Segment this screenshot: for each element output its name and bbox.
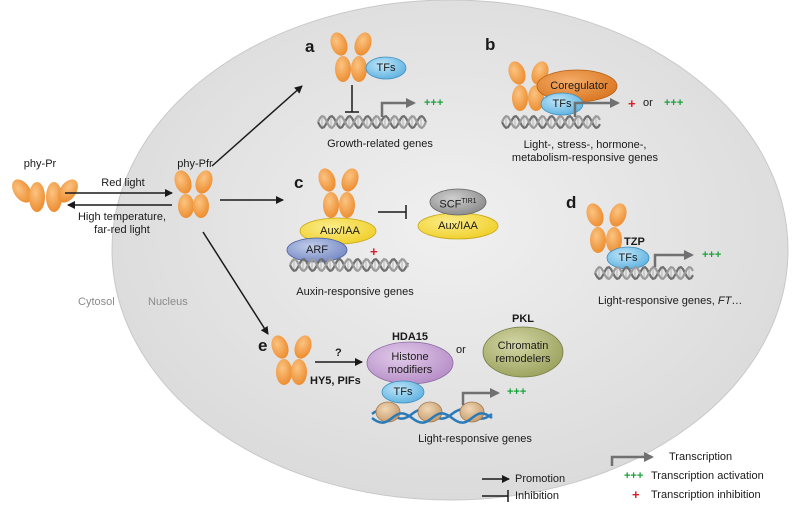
- panel-a-transcription-arrow: [380, 98, 416, 117]
- panel-d-caption-tail: …: [731, 295, 743, 307]
- panel-b-or: or: [643, 97, 653, 109]
- nucleus-ellipse: [111, 0, 789, 501]
- panel-d-phytochrome: [586, 203, 627, 253]
- phy-pfr-protein: [174, 170, 213, 218]
- panel-a-dna: [317, 114, 427, 130]
- panel-e-letter: e: [258, 336, 268, 355]
- legend-inhibition-symbol: +: [632, 487, 640, 502]
- panel-e-phytochrome: [271, 335, 312, 385]
- red-light-label: Red light: [101, 177, 145, 189]
- panel-a-tfs-shape: [365, 56, 407, 80]
- phy-pfr-label: phy-Pfr: [177, 158, 213, 170]
- panel-c-letter: c: [294, 173, 304, 192]
- panel-b-caption-1: Light-, stress-, hormone-,: [523, 139, 647, 151]
- panel-d-transcription-arrow: [653, 250, 694, 267]
- panel-e-hy5-pifs: HY5, PIFs: [310, 375, 361, 387]
- panel-c-scf-text: SCF: [439, 198, 462, 211]
- panel-c-arf-shape: [286, 237, 348, 263]
- panel-b-inhibition: +: [628, 96, 636, 111]
- panel-b-activation: +++: [664, 97, 684, 109]
- dna-strand: [289, 257, 409, 273]
- high-temperature-label: High temperature,: [77, 211, 167, 223]
- dna-strand: [501, 114, 601, 130]
- phy-pr-protein: [12, 179, 78, 212]
- panel-a-activation: +++: [424, 97, 444, 109]
- dna-strand: [317, 114, 427, 130]
- panel-a-tfs-label: TFs: [376, 62, 396, 74]
- panel-e-transcription-arrow: [461, 388, 500, 405]
- panel-e-activation: +++: [507, 386, 527, 398]
- panel-b-coregulator-label: Coregulator: [550, 80, 608, 92]
- panel-a-letter: a: [305, 37, 315, 56]
- panel-e-tfs-label: TFs: [393, 386, 413, 398]
- panel-e-chromatin-remodelers-shape: [482, 326, 564, 378]
- arrow-to-a: [211, 85, 303, 167]
- panel-e-chromatin-label-1: Chromatin: [497, 340, 549, 352]
- dna-strand: [289, 257, 409, 273]
- panel-c-aux-iaa-left-label: Aux/IAA: [320, 225, 360, 237]
- panel-c-aux-iaa-right-label: Aux/IAA: [438, 220, 478, 232]
- panel-e-caption: Light-responsive genes: [418, 433, 532, 445]
- legend-activation-label: Transcription activation: [651, 470, 764, 482]
- panel-c-inhibition: +: [370, 244, 378, 259]
- panel-c-arf-label: ARF: [306, 244, 328, 256]
- panel-a-caption: Growth-related genes: [327, 138, 433, 150]
- panel-d-tfs-label: TFs: [618, 252, 638, 264]
- nucleus-label: Nucleus: [148, 296, 188, 308]
- phy-pr-label: phy-Pr: [23, 158, 57, 170]
- panel-b-dna: [501, 114, 601, 130]
- panel-c-scf-label: SCFTIR1: [430, 195, 486, 212]
- arrow-to-e: [202, 231, 269, 335]
- panel-e-or: or: [456, 344, 466, 356]
- panel-d-activation: +++: [702, 249, 722, 261]
- legend-transcription-arrow: [610, 452, 654, 466]
- panel-a-phytochrome: [330, 32, 372, 82]
- panel-d-caption-main: Light-responsive genes,: [598, 295, 718, 307]
- cytosol-label: Cytosol: [78, 296, 115, 308]
- dna-strand: [594, 265, 694, 281]
- panel-e-histone-label-1: Histone: [391, 351, 429, 363]
- panel-b-tfs-label: TFs: [552, 98, 572, 110]
- legend-transcription-label: Transcription: [669, 451, 733, 463]
- panel-c-phytochrome: [318, 168, 359, 218]
- legend-promotion-label: Promotion: [515, 473, 566, 485]
- far-red-light-label: far-red light: [94, 224, 150, 236]
- panel-e-question: ?: [335, 347, 342, 359]
- dna-strand: [501, 114, 601, 130]
- panel-d-letter: d: [566, 193, 577, 212]
- panel-e-chromatin: [371, 401, 493, 424]
- dna-strand: [594, 265, 694, 281]
- legend-activation-symbol: +++: [624, 470, 644, 482]
- panel-d-tzp-label: TZP: [624, 236, 645, 248]
- panel-b-caption-2: metabolism-responsive genes: [511, 152, 659, 164]
- panel-d-caption: Light-responsive genes, FT…: [598, 295, 742, 308]
- panel-b-transcription-arrow: [573, 98, 620, 117]
- panel-b-letter: b: [485, 35, 496, 54]
- panel-c-caption: Auxin-responsive genes: [296, 286, 414, 298]
- panel-e-hda15-label: HDA15: [391, 331, 429, 343]
- panel-d-caption-ft: FT: [717, 295, 732, 307]
- panel-e-histone-label-2: modifiers: [387, 364, 433, 376]
- legend-transcription-inhibition-label: Transcription inhibition: [651, 489, 761, 501]
- panel-e-chromatin-label-2: remodelers: [495, 353, 551, 365]
- panel-d-dna: [594, 265, 694, 281]
- panel-c-scf-shape: [429, 188, 487, 216]
- panel-e-pkl-label: PKL: [512, 313, 534, 325]
- legend-inhibition-label: Inhibition: [515, 490, 560, 502]
- panel-c-dna: [289, 257, 409, 273]
- panel-e-tfs-shape: [381, 380, 425, 404]
- panel-c-scf-superscript: TIR1: [461, 198, 477, 205]
